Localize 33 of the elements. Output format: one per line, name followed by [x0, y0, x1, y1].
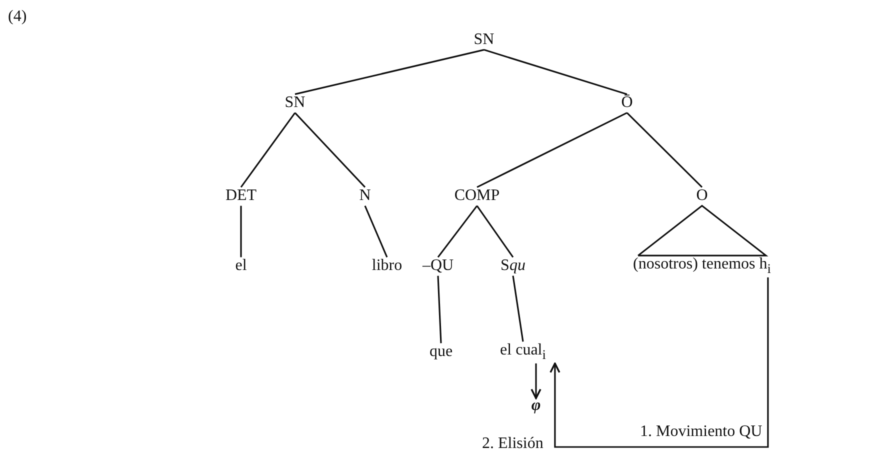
branch-line: [437, 205, 478, 258]
rule-label: 1. Movimiento QU: [640, 423, 762, 441]
triangle-branch: [636, 204, 768, 256]
branch-line: [294, 49, 484, 95]
tree-label: SN: [472, 31, 496, 49]
tree-label: N: [358, 187, 372, 205]
branch-line: [240, 112, 296, 188]
arrow: [530, 363, 542, 400]
tree-label: Squ: [500, 257, 526, 275]
branch-line: [626, 112, 703, 188]
null-symbol: φ: [530, 397, 542, 415]
branch-line: [240, 206, 242, 258]
tree-label: DET: [224, 187, 258, 205]
tree-label: que: [428, 343, 454, 361]
tree-label: Ō: [620, 94, 634, 112]
rule-label: 2. Elisión: [482, 435, 544, 453]
tree-label: libro: [370, 257, 404, 275]
tree-label: SN: [284, 94, 306, 112]
arrow: [550, 277, 769, 448]
branch-line: [294, 112, 366, 188]
branch-line: [484, 49, 628, 95]
tree-label: –QU: [421, 257, 455, 275]
branch-line: [476, 112, 628, 188]
branch-line: [476, 205, 514, 258]
tree-label: COMP: [453, 187, 501, 205]
tree-label: (nosotros) tenemos h$_{i}$: [632, 256, 772, 276]
tree-label: O: [695, 187, 709, 205]
tree-label: el cual$_{i}$: [499, 342, 547, 362]
branch-line: [364, 205, 388, 258]
example-number: (4): [8, 8, 27, 26]
branch-line: [512, 276, 524, 342]
tree-label: el: [234, 257, 248, 275]
branch-line: [437, 276, 442, 344]
